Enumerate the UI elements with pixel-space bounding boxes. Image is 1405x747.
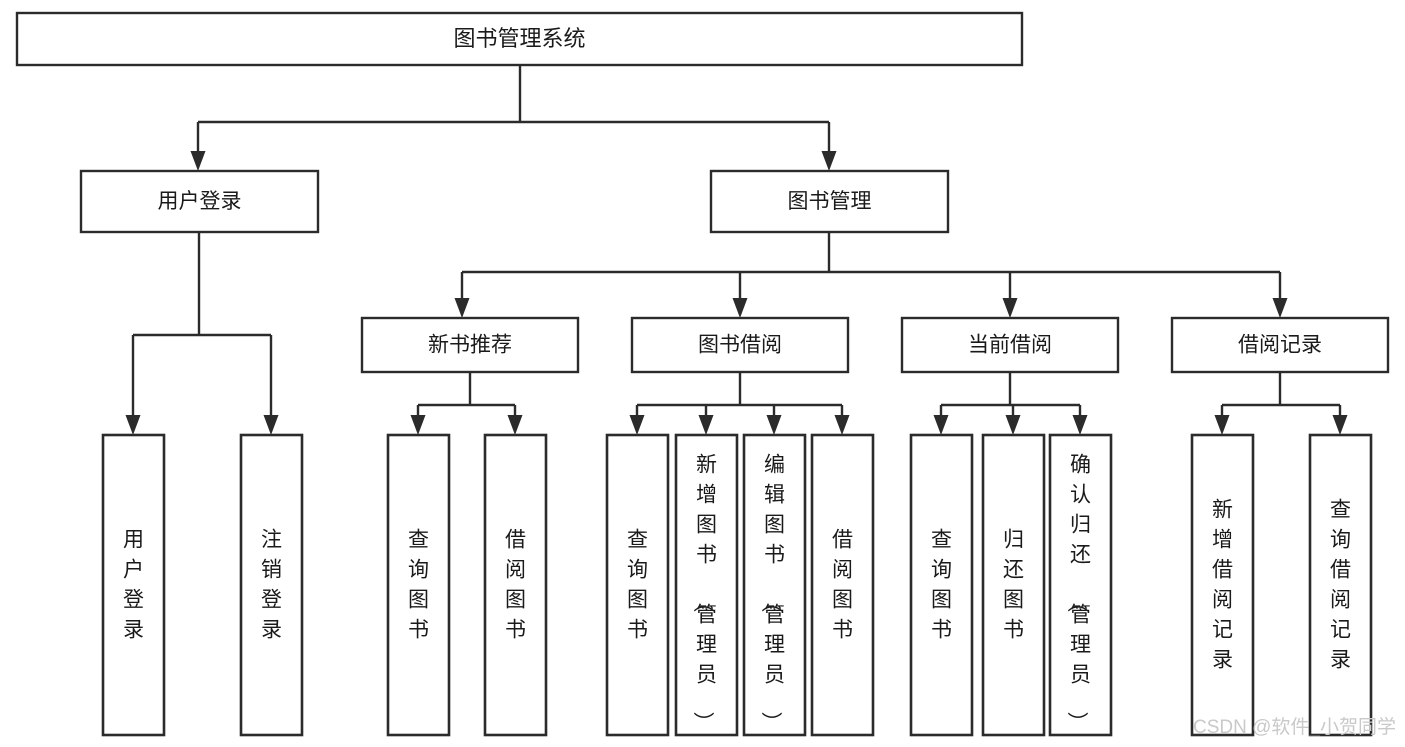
node-label: 图书管理系统 xyxy=(453,26,585,51)
node-box[interactable] xyxy=(101,433,166,737)
node-box[interactable] xyxy=(742,433,807,737)
node-box[interactable] xyxy=(909,433,974,737)
connector-group xyxy=(933,372,1088,435)
node-l3-rec-add[interactable]: 新增借阅记录 xyxy=(1190,433,1255,737)
arrow-head-icon xyxy=(1002,298,1018,318)
node-l3-cur-return[interactable]: 归还图书 xyxy=(981,433,1046,737)
node-label: 查询图书 xyxy=(408,529,429,642)
node-box[interactable] xyxy=(674,433,739,737)
node-root[interactable]: 图书管理系统 xyxy=(15,11,1024,67)
node-label: 新增借阅记录 xyxy=(1212,499,1233,672)
node-box[interactable] xyxy=(810,433,875,737)
node-label: 图书管理 xyxy=(788,190,872,213)
node-label: 用户登录 xyxy=(158,190,242,213)
node-label: 查询借阅记录 xyxy=(1330,499,1351,672)
arrow-head-icon xyxy=(834,415,850,435)
arrow-head-icon xyxy=(1005,415,1021,435)
arrow-head-icon xyxy=(507,415,523,435)
node-box[interactable] xyxy=(605,433,670,737)
connector-group xyxy=(1214,372,1348,435)
node-box[interactable] xyxy=(360,316,580,374)
arrow-head-icon xyxy=(629,415,645,435)
arrow-head-icon xyxy=(1072,415,1088,435)
node-l1-bookmgmt[interactable]: 图书管理 xyxy=(709,169,950,234)
node-l2-newbook[interactable]: 新书推荐 xyxy=(360,316,580,374)
arrow-head-icon xyxy=(125,415,141,435)
arrow-head-icon xyxy=(821,151,837,171)
node-l3-cur-query[interactable]: 查询图书 xyxy=(909,433,974,737)
node-l3-user-login[interactable]: 用户登录 xyxy=(101,433,166,737)
node-l3-cur-confirm[interactable]: 确认归还（管理员） xyxy=(1048,433,1113,737)
csdn-watermark: CSDN @软件_小贺同学 xyxy=(1193,716,1396,738)
node-box[interactable] xyxy=(239,433,304,737)
node-box[interactable] xyxy=(981,433,1046,737)
node-box[interactable] xyxy=(709,169,950,234)
node-l3-rec-query[interactable]: 查询借阅记录 xyxy=(1308,433,1373,737)
arrow-head-icon xyxy=(933,415,949,435)
node-box[interactable] xyxy=(1308,433,1373,737)
node-box[interactable] xyxy=(1048,433,1113,737)
node-l3-new-query[interactable]: 查询图书 xyxy=(386,433,451,737)
node-label: 借阅图书 xyxy=(505,529,526,642)
node-box[interactable] xyxy=(79,169,320,234)
node-label: 查询图书 xyxy=(931,529,952,642)
node-label: 新书推荐 xyxy=(428,334,512,357)
node-box[interactable] xyxy=(1190,433,1255,737)
node-box[interactable] xyxy=(15,11,1024,67)
node-l3-new-borrow[interactable]: 借阅图书 xyxy=(483,433,548,737)
node-label: 借阅图书 xyxy=(832,529,853,642)
node-label: 注销登录 xyxy=(261,529,282,642)
node-l2-current[interactable]: 当前借阅 xyxy=(900,316,1120,374)
node-label: 编辑图书（管理员） xyxy=(759,454,785,733)
arrow-head-icon xyxy=(766,415,782,435)
arrow-head-icon xyxy=(732,298,748,318)
connector-group xyxy=(410,372,523,435)
node-l2-borrow[interactable]: 图书借阅 xyxy=(630,316,850,374)
node-l3-bor-lend[interactable]: 借阅图书 xyxy=(810,433,875,737)
arrow-head-icon xyxy=(263,415,279,435)
arrow-head-icon xyxy=(698,415,714,435)
node-label: 用户登录 xyxy=(123,529,144,642)
connector-group xyxy=(454,232,1288,318)
node-l3-bor-query[interactable]: 查询图书 xyxy=(605,433,670,737)
connector-group xyxy=(190,65,837,171)
node-l3-bor-add[interactable]: 新增图书（管理员） xyxy=(674,433,739,737)
node-label: 确认归还（管理员） xyxy=(1065,454,1091,733)
node-box[interactable] xyxy=(900,316,1120,374)
arrow-head-icon xyxy=(1332,415,1348,435)
node-label: 归还图书 xyxy=(1003,529,1024,642)
node-l2-records[interactable]: 借阅记录 xyxy=(1170,316,1390,374)
arrow-head-icon xyxy=(410,415,426,435)
node-l3-bor-edit[interactable]: 编辑图书（管理员） xyxy=(742,433,807,737)
node-l1-login[interactable]: 用户登录 xyxy=(79,169,320,234)
node-box[interactable] xyxy=(1170,316,1390,374)
node-l3-user-logout[interactable]: 注销登录 xyxy=(239,433,304,737)
node-label: 新增图书（管理员） xyxy=(691,454,717,733)
arrow-head-icon xyxy=(1272,298,1288,318)
nodes-layer: 图书管理系统用户登录图书管理新书推荐图书借阅当前借阅借阅记录用户登录注销登录查询… xyxy=(15,11,1390,737)
node-label: 借阅记录 xyxy=(1238,334,1322,357)
node-label: 查询图书 xyxy=(627,529,648,642)
node-box[interactable] xyxy=(386,433,451,737)
connector-group xyxy=(629,372,850,435)
arrow-head-icon xyxy=(190,151,206,171)
node-box[interactable] xyxy=(483,433,548,737)
arrow-head-icon xyxy=(454,298,470,318)
connectors-layer xyxy=(125,65,1348,435)
arrow-head-icon xyxy=(1214,415,1230,435)
connector-group xyxy=(125,232,279,435)
node-box[interactable] xyxy=(630,316,850,374)
node-label: 图书借阅 xyxy=(698,334,782,357)
node-label: 当前借阅 xyxy=(968,334,1052,357)
